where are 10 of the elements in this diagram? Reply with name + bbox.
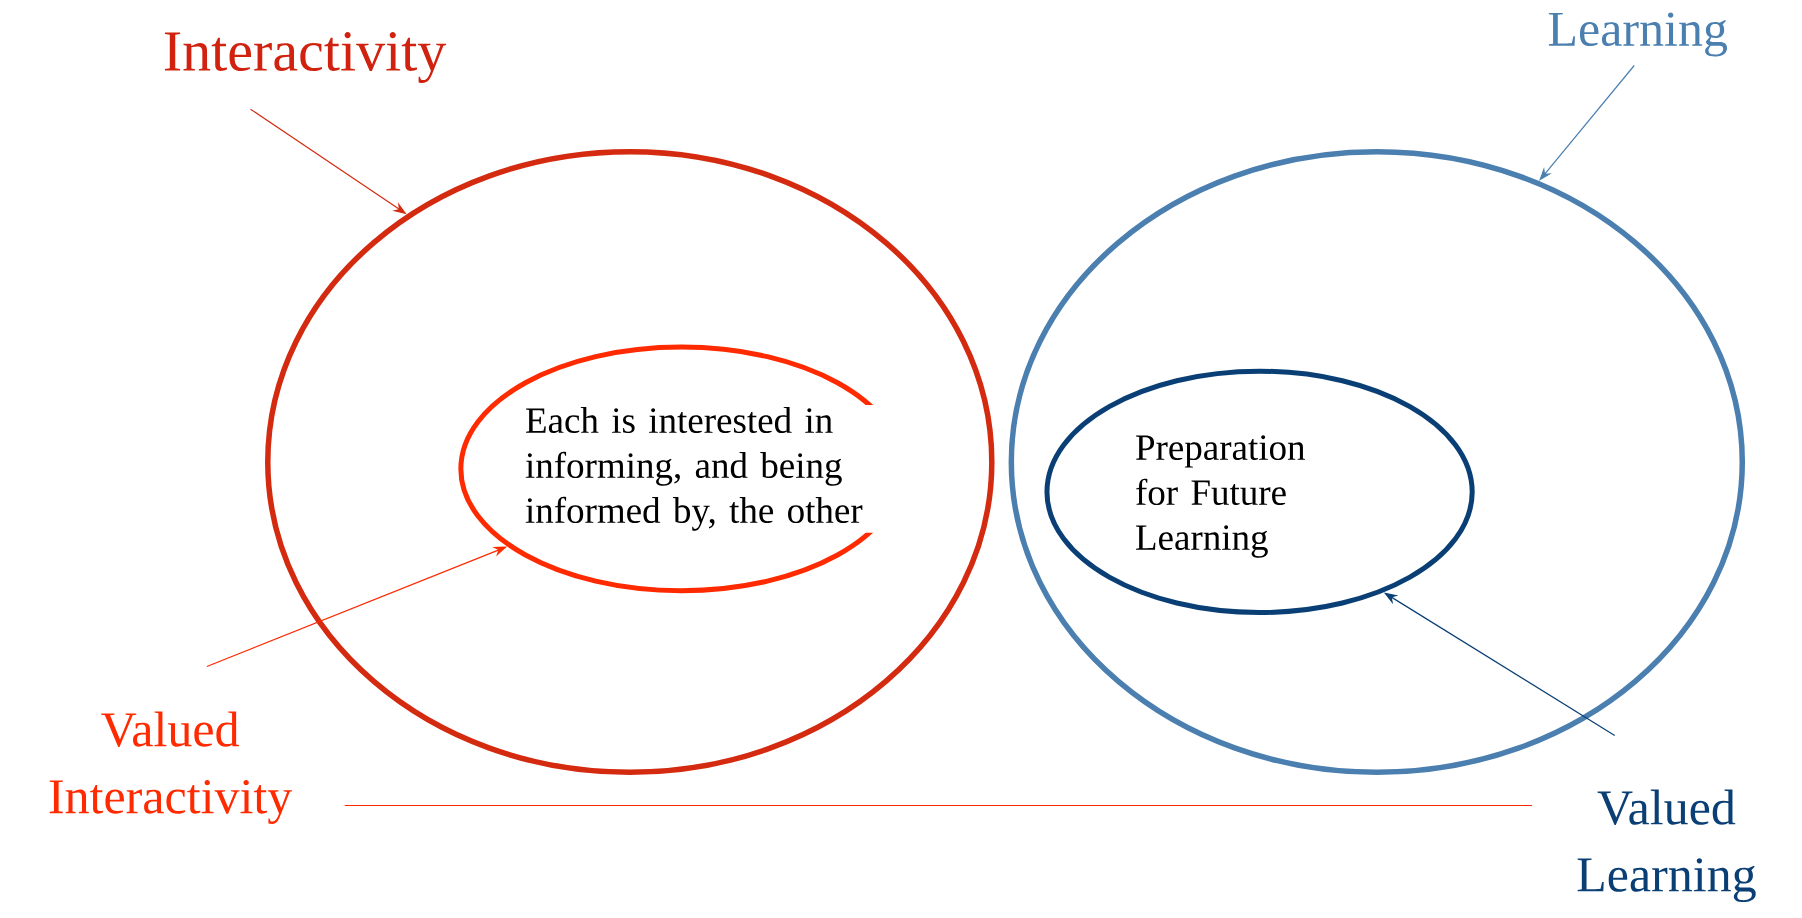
heading-label: Valued Interactivity: [49, 711, 293, 824]
ellipse: [265, 148, 995, 775]
heading-label: Learning: [1548, 12, 1727, 57]
arrow: [1539, 64, 1635, 181]
ellipse-node: Preparation for Future Learning: [1044, 368, 1475, 615]
ellipse: [1008, 148, 1745, 775]
heading-label: Valued Learning: [1577, 789, 1756, 902]
ellipse-node: Each is interested in informing, and being informed by, the other: [458, 344, 932, 594]
heading-label: Interactivity: [164, 31, 447, 83]
connector-line: [344, 805, 1533, 806]
